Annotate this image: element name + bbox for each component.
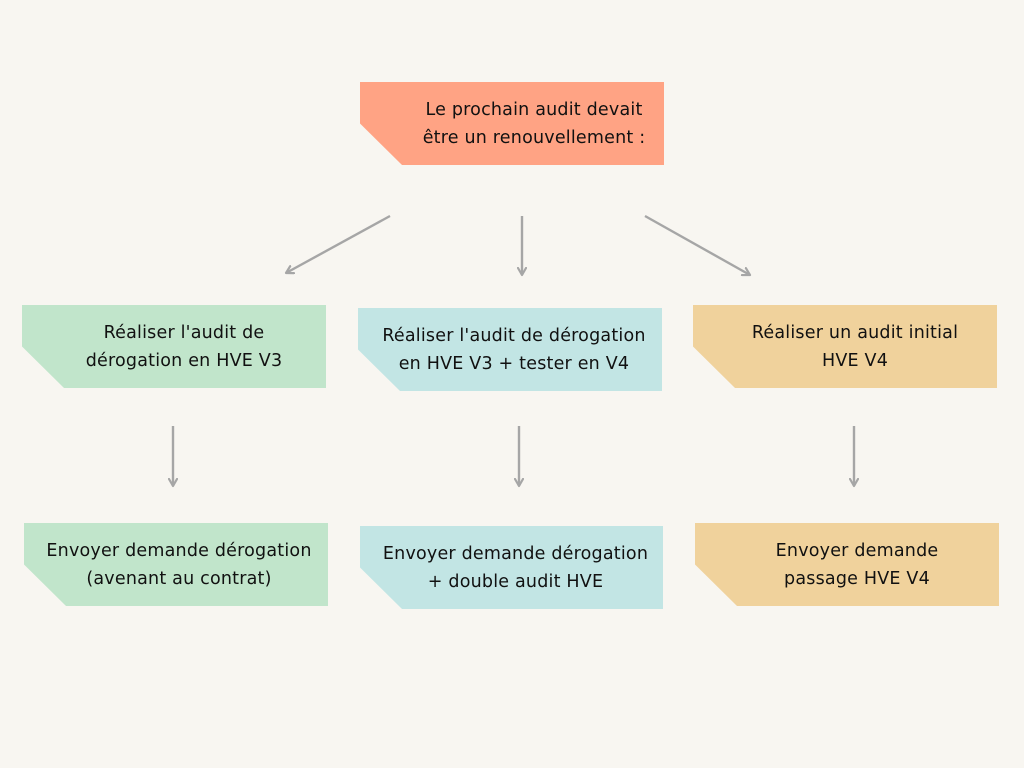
branch-3-step-2-node: Envoyer demande passage HVE V4 bbox=[695, 523, 999, 606]
branch-1-step-1-text: Réaliser l'audit de dérogation en HVE V3 bbox=[85, 322, 283, 371]
arrow-root-to-branch-3 bbox=[644, 214, 750, 275]
root-node: Le prochain audit devait être un renouve… bbox=[360, 82, 664, 165]
branch-3-step-1-text: Réaliser un audit initial HVE V4 bbox=[751, 322, 959, 371]
branch-2-step-1-node: Réaliser l'audit de dérogation en HVE V3… bbox=[358, 308, 662, 391]
branch-1-step-2-text: Envoyer demande dérogation (avenant au c… bbox=[46, 540, 312, 589]
branch-2-step-2-node: Envoyer demande dérogation + double audi… bbox=[360, 526, 663, 609]
branch-2-step-1-text: Réaliser l'audit de dérogation en HVE V3… bbox=[382, 325, 646, 374]
branch-1-step-2-node: Envoyer demande dérogation (avenant au c… bbox=[24, 523, 328, 606]
branch-1-step-1-node: Réaliser l'audit de dérogation en HVE V3 bbox=[22, 305, 326, 388]
arrow-root-to-branch-1 bbox=[286, 214, 391, 273]
branch-2-step-2-text: Envoyer demande dérogation + double audi… bbox=[382, 543, 649, 592]
branch-3-step-1-node: Réaliser un audit initial HVE V4 bbox=[693, 305, 997, 388]
root-node-text: Le prochain audit devait être un renouve… bbox=[422, 99, 646, 148]
branch-3-step-2-text: Envoyer demande passage HVE V4 bbox=[775, 540, 939, 589]
